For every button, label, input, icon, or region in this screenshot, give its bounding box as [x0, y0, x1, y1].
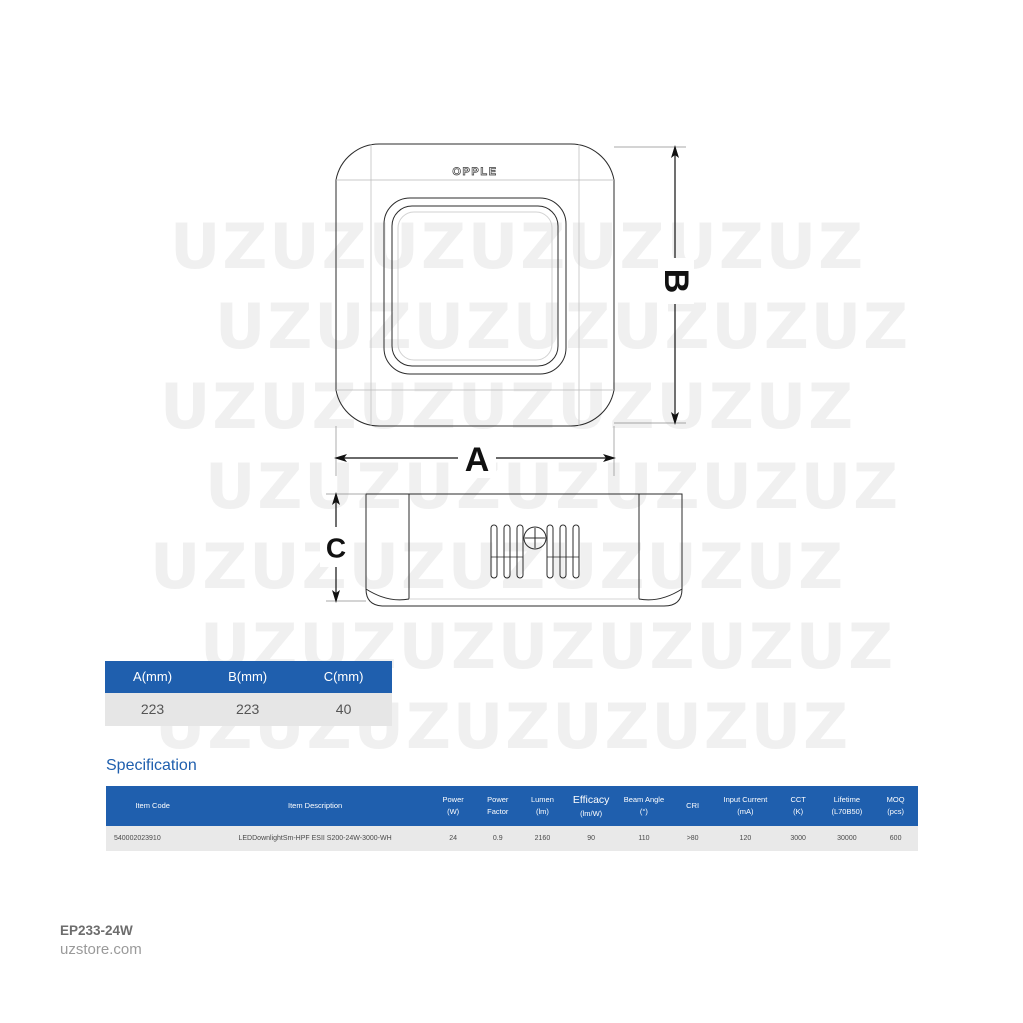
side-view-body [365, 493, 683, 607]
top-view-outer-body [335, 143, 615, 427]
dimension-table-header-row: A(mm) B(mm) C(mm) [105, 661, 392, 693]
spec-header-label: Item Description [287, 801, 343, 811]
spec-header-label: Efficacy [572, 794, 610, 806]
side-view [365, 493, 683, 607]
dimension-header-c: C(mm) [295, 661, 392, 693]
product-sku: EP233-24W [60, 923, 133, 938]
spec-header-label: Lifetime [833, 795, 861, 805]
spec-header-label: Input Current [723, 795, 768, 805]
side-view-bottom-trim [638, 588, 683, 601]
spec-header-item-description: Item Description [199, 786, 431, 826]
spec-header-unit: (K) [793, 806, 804, 816]
spec-cell-power-factor: 0.9 [475, 825, 521, 851]
spec-header-unit: (L70B50) [831, 806, 863, 816]
spec-header-lumen: Lumen (lm) [520, 786, 565, 826]
dim-a-label: A [465, 441, 490, 479]
spec-header-unit: (W) [447, 806, 460, 816]
spec-header-power-factor: Power Factor [475, 786, 521, 826]
spec-cell-input-current: 120 [714, 825, 776, 851]
spec-cell-cri: >80 [670, 825, 715, 851]
specification-table-row: 540002023910 LEDDownlightSm-HPF ESII S20… [106, 825, 918, 851]
dimension-header-b: B(mm) [200, 661, 296, 693]
spec-header-label: Beam Angle [623, 795, 665, 805]
spec-header-beam-angle: Beam Angle (°) [617, 786, 671, 826]
spec-header-cri: CRI [670, 786, 715, 826]
spec-cell-beam-angle: 110 [617, 825, 671, 851]
dim-b-arrow-top [671, 145, 679, 158]
dim-b-arrow-bottom [671, 412, 679, 425]
spec-header-label: Item Code [135, 801, 170, 811]
spec-cell-power: 24 [430, 825, 476, 851]
spec-cell-efficacy: 90 [564, 825, 618, 851]
spec-header-unit: (°) [639, 806, 648, 816]
spec-header-moq: MOQ (pcs) [873, 786, 918, 826]
vent-slot [490, 524, 498, 579]
top-view-light-panel [397, 211, 553, 361]
top-view [335, 143, 615, 427]
spec-header-label: Lumen [530, 795, 554, 805]
spec-header-unit: (pcs) [887, 806, 904, 816]
spec-header-label: Power [442, 795, 464, 805]
dim-b-label: B [657, 269, 695, 294]
spec-header-label: Power [487, 795, 509, 805]
spec-header-label: MOQ [886, 795, 905, 805]
spec-header-unit: (lm) [535, 806, 549, 816]
footer: EP233-24W uzstore.com [60, 922, 142, 960]
vent-slot [516, 524, 524, 579]
spec-cell-item-code: 540002023910 [106, 825, 200, 851]
screw-cross-icon [523, 526, 547, 550]
dim-b-label-backdrop [658, 258, 694, 304]
specification-header-row: Item Code Item Description Power (W) Pow… [106, 786, 918, 826]
dim-c-arrow-bottom [332, 590, 340, 603]
spec-header-efficacy: Efficacy (lm/W) [564, 786, 618, 826]
spec-header-label: CCT [790, 795, 806, 805]
side-view-bottom-trim [365, 588, 410, 601]
top-view-bezel-outer [383, 197, 567, 375]
dimension-value-b: 223 [200, 693, 296, 726]
vent-slot [503, 524, 511, 579]
spec-header-unit: (mA) [737, 806, 754, 816]
spec-header-unit: (lm/W) [580, 809, 603, 819]
dimension-value-c: 40 [295, 693, 392, 726]
dimension-header-a: A(mm) [105, 661, 201, 693]
vent-slot [572, 524, 580, 579]
spec-header-item-code: Item Code [106, 786, 200, 826]
dim-c-arrow-top [332, 492, 340, 505]
specification-heading: Specification [106, 757, 197, 774]
dim-a-arrow-right [603, 454, 616, 462]
dimension-value-a: 223 [105, 693, 201, 726]
spec-header-power: Power (W) [430, 786, 476, 826]
spec-header-input-current: Input Current (mA) [714, 786, 776, 826]
opple-logo: OPPLE [452, 166, 497, 178]
dim-c-label-backdrop [320, 527, 354, 567]
vent-slot [546, 524, 554, 579]
spec-header-label: CRI [686, 801, 700, 811]
spec-header-unit: Factor [487, 806, 509, 816]
spec-cell-moq: 600 [873, 825, 918, 851]
dim-a-label-backdrop [458, 436, 496, 478]
site-name: uzstore.com [60, 941, 142, 959]
spec-cell-lifetime: 30000 [820, 825, 874, 851]
specification-table: Item Code Item Description Power (W) Pow… [106, 786, 918, 851]
vent-slot [559, 524, 567, 579]
spec-header-cct: CCT (K) [775, 786, 821, 826]
dimension-table: A(mm) B(mm) C(mm) 223 223 40 [105, 661, 392, 726]
dim-a-arrow-left [334, 454, 347, 462]
spec-cell-lumen: 2160 [520, 825, 565, 851]
top-view-bezel-inner [391, 205, 559, 367]
product-technical-drawing: OPPLE B A [320, 143, 695, 607]
spec-cell-item-description: LEDDownlightSm-HPF ESII S200-24W-3000-WH [199, 825, 431, 851]
dimension-table-row: 223 223 40 [105, 693, 392, 726]
dim-c-label: C [326, 533, 346, 564]
spec-header-lifetime: Lifetime (L70B50) [820, 786, 874, 826]
spec-cell-cct: 3000 [775, 825, 821, 851]
